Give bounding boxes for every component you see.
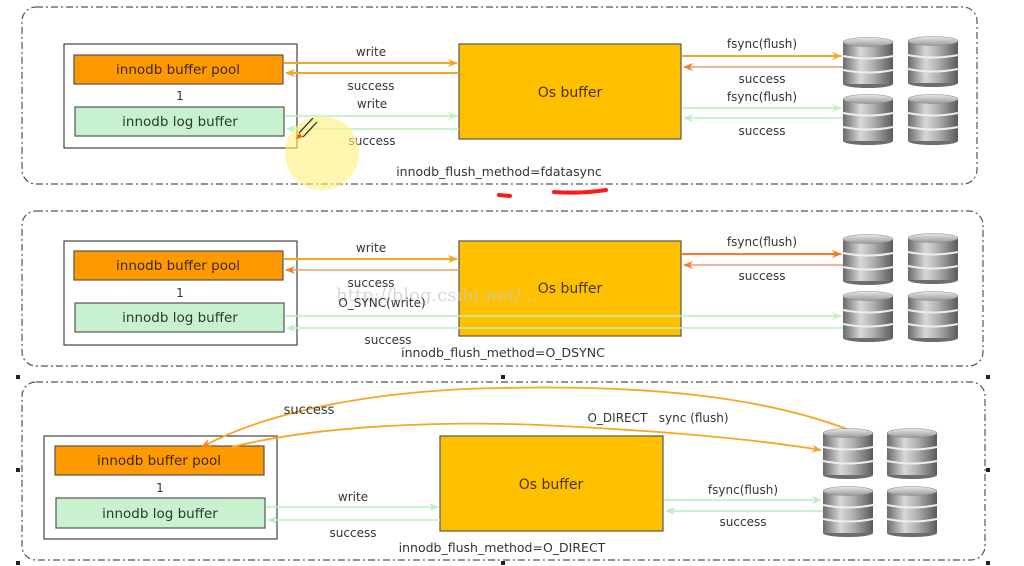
buffer-pool-box xyxy=(54,445,265,476)
panel-border xyxy=(21,381,986,561)
log-buffer-box xyxy=(74,106,285,137)
database-cylinder-icon xyxy=(842,290,894,343)
log-write-label: write xyxy=(357,97,387,111)
database-cylinder-icon xyxy=(842,36,894,89)
database-cylinder-icon xyxy=(907,232,959,285)
log-buffer-label: innodb log buffer xyxy=(122,114,238,130)
log-success-label: success xyxy=(349,134,396,148)
log-success-label: success xyxy=(365,333,412,347)
log-write-label: O_SYNC(write) xyxy=(338,296,425,310)
pool-success-label: success xyxy=(348,276,395,290)
database-cylinder-icon xyxy=(886,485,938,538)
os-buffer-box xyxy=(458,240,682,337)
selection-handle-icon[interactable] xyxy=(501,375,505,379)
cursor-highlight xyxy=(285,116,359,190)
selection-handle-icon[interactable] xyxy=(986,561,990,565)
os-buffer-box xyxy=(439,435,664,532)
database-cylinder-icon xyxy=(842,93,894,146)
buffer-pool-label: innodb buffer pool xyxy=(116,62,240,78)
os-buffer-label: Os buffer xyxy=(519,477,584,493)
log-write-label: write xyxy=(338,490,368,504)
disk-success-bottom-label: success xyxy=(739,124,786,138)
database-cylinder-icon xyxy=(907,93,959,146)
selection-handle-icon[interactable] xyxy=(986,375,990,379)
panel-fdatasync: innodb buffer pool 1 innodb log buffer O… xyxy=(21,6,978,198)
selection-handle-icon[interactable] xyxy=(16,375,20,379)
direct-success-label: success xyxy=(284,403,335,418)
direct-flush-label: O_DIRECT sync (flush) xyxy=(587,411,728,425)
database-cylinder-icon xyxy=(886,427,938,480)
separator-label: 1 xyxy=(176,89,184,103)
pool-write-label: write xyxy=(356,45,386,59)
pool-success-label: success xyxy=(348,79,395,93)
disk-flush-top-label: fsync(flush) xyxy=(727,235,797,249)
database-cylinder-icon xyxy=(842,233,894,286)
os-buffer-box xyxy=(458,43,682,140)
log-buffer-box xyxy=(55,497,266,529)
selection-handle-icon[interactable] xyxy=(16,561,20,565)
selection-handles[interactable] xyxy=(16,375,990,565)
log-buffer-label: innodb log buffer xyxy=(102,506,218,522)
buffer-pool-box xyxy=(73,250,284,281)
buffer-pool-label: innodb buffer pool xyxy=(116,258,240,274)
log-buffer-label: innodb log buffer xyxy=(122,310,238,326)
separator-label: 1 xyxy=(156,481,164,495)
panel-border xyxy=(21,6,978,185)
database-cylinder-icon xyxy=(822,427,874,480)
buffer-pool-box xyxy=(73,54,284,85)
disk-flush-bottom-label: fsync(flush) xyxy=(708,483,778,497)
os-buffer-label: Os buffer xyxy=(538,281,603,297)
disk-flush-top-label: fsync(flush) xyxy=(727,37,797,51)
database-cylinder-icon xyxy=(822,485,874,538)
flush-method-label: innodb_flush_method=O_DIRECT xyxy=(399,540,606,555)
os-buffer-label: Os buffer xyxy=(538,85,603,101)
flush-method-label: innodb_flush_method=O_DSYNC xyxy=(401,345,605,360)
separator-label: 1 xyxy=(176,286,184,300)
log-success-label: success xyxy=(330,526,377,540)
direct-success-curve-arrow xyxy=(201,386,853,448)
red-annotation-mark xyxy=(497,193,512,198)
panel-border xyxy=(21,210,984,367)
selection-handle-icon[interactable] xyxy=(16,468,20,472)
panel-o-dsync: innodb buffer pool 1 innodb log buffer O… xyxy=(21,210,984,367)
red-underline-annotation xyxy=(552,188,608,195)
disk-flush-bottom-label: fsync(flush) xyxy=(727,90,797,104)
pool-write-label: write xyxy=(356,241,386,255)
pen-cursor-icon xyxy=(296,117,318,139)
panel-o-direct: innodb buffer pool 1 innodb log buffer O… xyxy=(16,375,990,565)
disk-success-bottom-label: success xyxy=(720,515,767,529)
log-buffer-box xyxy=(74,302,285,333)
database-cylinder-icon xyxy=(907,290,959,343)
direct-flush-curve-arrow xyxy=(231,422,822,453)
selection-handle-icon[interactable] xyxy=(986,468,990,472)
selection-handle-icon[interactable] xyxy=(501,561,505,565)
watermark-text: http://blog.csdn.net/... xyxy=(336,285,538,306)
buffer-pool-label: innodb buffer pool xyxy=(97,453,221,469)
flush-method-label: innodb_flush_method=fdatasync xyxy=(396,164,602,179)
database-cylinder-icon xyxy=(907,35,959,88)
disk-success-top-label: success xyxy=(739,269,786,283)
disk-success-top-label: success xyxy=(739,72,786,86)
